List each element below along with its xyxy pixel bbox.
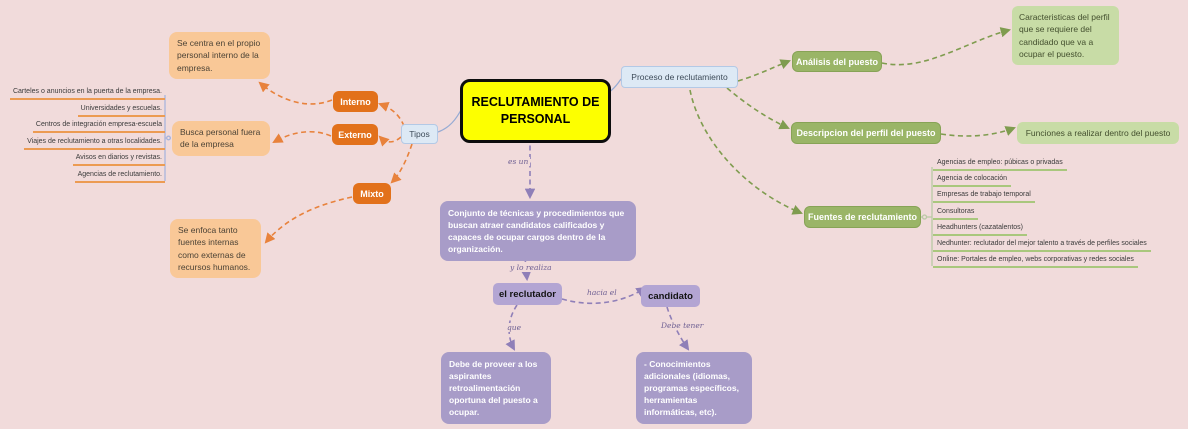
- node-proceso-de-reclutamiento[interactable]: Proceso de reclutamiento: [621, 66, 738, 88]
- node-analisis-del-puesto[interactable]: Análisis del puesto: [792, 51, 882, 72]
- list-item[interactable]: Universidades y escuelas.: [77, 103, 165, 117]
- edge-label-que: que: [505, 323, 524, 332]
- list-item[interactable]: Empresas de trabajo temporal: [933, 189, 1035, 204]
- edge-proceso-fuentes: [689, 89, 803, 215]
- edge-label-es-un: es un: [506, 157, 531, 166]
- note-descripcion[interactable]: Funciones a realizar dentro del puesto: [1017, 122, 1179, 145]
- note-reclutador[interactable]: Debe de proveer a los aspirantes retroal…: [441, 352, 551, 425]
- node-candidato[interactable]: candidato: [641, 285, 700, 307]
- externo-sources-list: Carteles o anuncios en la puerta de la e…: [6, 86, 165, 185]
- edge-proceso-analisis: [737, 59, 791, 82]
- list-item[interactable]: Online: Portales de empleo, webs corpora…: [933, 254, 1138, 269]
- edge-descripcion-note: [940, 126, 1016, 137]
- bracket-left-dot: [166, 135, 171, 141]
- list-item[interactable]: Avisos en diarios y revistas.: [72, 152, 165, 166]
- list-item[interactable]: Agencias de empleo: púbicas o privadas: [933, 157, 1067, 171]
- node-descripcion-del-perfil[interactable]: Descripcion del perfil del puesto: [791, 122, 941, 144]
- edge-label-hacia-el: hacia el: [585, 288, 619, 297]
- edge-tipos-mixto: [390, 143, 413, 184]
- edge-interno-note: [258, 81, 333, 105]
- node-tipos[interactable]: Tipos: [401, 124, 438, 144]
- edge-label-y-lo-realiza: y lo realiza: [508, 263, 554, 272]
- edge-tipos-interno: [378, 101, 405, 127]
- note-interno[interactable]: Se centra en el propio personal interno …: [169, 32, 270, 79]
- edge-externo-note: [272, 130, 332, 144]
- list-item[interactable]: Headhunters (cazatalentos): [933, 222, 1027, 236]
- list-item[interactable]: Carteles o anuncios en la puerta de la e…: [9, 86, 165, 100]
- note-externo[interactable]: Busca personal fuera de la empresa: [172, 121, 270, 156]
- list-item[interactable]: Nedhunter: reclutador del mejor talento …: [933, 238, 1151, 252]
- list-item[interactable]: Consultoras: [933, 206, 979, 220]
- fuentes-list: Agencias de empleo: púbicas o privadas A…: [933, 157, 1185, 270]
- note-definition[interactable]: Conjunto de técnicas y procedimientos qu…: [440, 201, 636, 262]
- node-el-reclutador[interactable]: el reclutador: [493, 283, 562, 305]
- node-externo[interactable]: Externo: [332, 124, 378, 145]
- edge-mixto-note: [264, 196, 353, 244]
- central-topic[interactable]: RECLUTAMIENTO DE PERSONAL: [460, 79, 611, 143]
- bracket-right: [921, 167, 933, 266]
- edge-label-debe-tener: Debe tener: [659, 321, 706, 330]
- node-interno[interactable]: Interno: [333, 91, 378, 112]
- list-item[interactable]: Agencias de reclutamiento.: [74, 169, 165, 183]
- note-candidato[interactable]: - Conocimientos adicionales (idiomas, pr…: [636, 352, 752, 425]
- list-item[interactable]: Viajes de reclutamiento a otras localida…: [24, 136, 165, 150]
- link-central-tipos: [437, 107, 463, 133]
- edge-tipos-externo: [378, 135, 402, 147]
- bracket-right-dot: [921, 214, 928, 220]
- bracket-left: [164, 95, 171, 181]
- note-mixto[interactable]: Se enfoca tanto fuentes internas como ex…: [170, 219, 261, 279]
- list-item[interactable]: Centros de integración empresa-escuela: [32, 119, 165, 133]
- edge-analisis-note: [881, 27, 1012, 66]
- edge-proceso-descripcion: [726, 87, 790, 130]
- node-mixto[interactable]: Mixto: [353, 183, 391, 204]
- node-fuentes-de-reclutamiento[interactable]: Fuentes de reclutamiento: [804, 206, 921, 228]
- list-item[interactable]: Agencia de colocación: [933, 173, 1012, 188]
- note-analisis[interactable]: Caracteristicas del perfil que se requie…: [1012, 6, 1119, 66]
